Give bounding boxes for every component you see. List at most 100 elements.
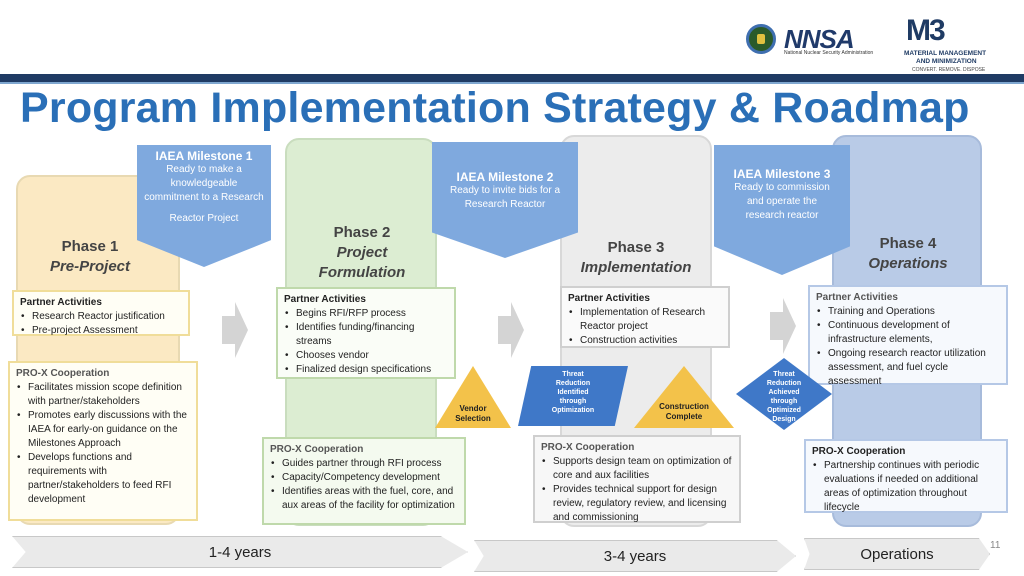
- marker-text: Threat: [773, 371, 795, 378]
- phase-3-label: Phase 3 Implementation: [570, 239, 702, 276]
- m3-line2: AND MINIMIZATION: [916, 58, 977, 65]
- list-item: Training and Operations: [816, 305, 1000, 319]
- timeline-label: 3-4 years: [603, 548, 667, 565]
- page-title: Program Implementation Strategy & Roadma…: [20, 84, 970, 132]
- timeline-phase-1-2: 1-4 years: [12, 536, 468, 568]
- milestone-desc: knowledgeable: [170, 178, 238, 189]
- marker-text: Optimized: [767, 407, 801, 414]
- milestone-desc: commitment to a Research: [144, 192, 264, 203]
- marker-text: Design: [772, 416, 796, 423]
- iaea-milestone-2: IAEA Milestone 2 Ready to invite bids fo…: [432, 142, 578, 258]
- header-divider-accent: [0, 82, 1024, 84]
- milestone-desc: and operate the: [746, 196, 818, 207]
- list-item: Research Reactor justification: [20, 310, 182, 324]
- phase-2-label: Phase 2 Project Formulation: [300, 224, 424, 281]
- list-item: Chooses vendor: [284, 349, 448, 363]
- list-item: Develops functions and requirements with…: [16, 451, 190, 507]
- marker-text: Reduction: [555, 380, 591, 387]
- marker-text: Selection: [455, 414, 491, 423]
- timeline-phase-3: 3-4 years: [474, 540, 796, 572]
- header-divider: [0, 74, 1024, 82]
- milestone-desc: Ready to invite bids for a: [449, 185, 561, 196]
- timeline-label: Operations: [860, 546, 934, 563]
- box-heading: PRO-X Cooperation: [270, 444, 364, 455]
- phase-name-line1: Project: [336, 244, 388, 261]
- prox-cooperation-phase-1: PRO-X Cooperation Facilitates mission sc…: [8, 361, 198, 521]
- phase-name: Operations: [868, 255, 948, 272]
- list-item: Partnership continues with periodic eval…: [812, 459, 1000, 515]
- prox-cooperation-phase-4: PRO-X Cooperation Partnership continues …: [804, 439, 1008, 513]
- list-item: Implementation of Research Reactor proje…: [568, 306, 722, 334]
- phase-1-label: Phase 1 Pre-Project: [30, 238, 150, 275]
- list-item: Finalized design specifications: [284, 363, 448, 377]
- marker-text: Identified: [557, 389, 589, 396]
- m3-line1: MATERIAL MANAGEMENT: [904, 50, 987, 57]
- phase-name: Pre-Project: [49, 258, 131, 275]
- prox-cooperation-phase-3: PRO-X Cooperation Supports design team o…: [533, 435, 741, 523]
- milestone-title: IAEA Milestone 1: [155, 149, 253, 163]
- milestone-desc: Ready to commission: [734, 182, 830, 193]
- box-heading: PRO-X Cooperation: [16, 368, 110, 379]
- list-item: Construction activities: [568, 334, 722, 348]
- iaea-milestone-1: IAEA Milestone 1 Ready to make a knowled…: [137, 145, 271, 267]
- partner-activities-phase-3: Partner Activities Implementation of Res…: [560, 286, 730, 348]
- list-item: Supports design team on optimization of …: [541, 455, 733, 483]
- marker-text: through: [770, 398, 798, 405]
- marker-text: through: [559, 398, 587, 405]
- timeline-label: 1-4 years: [208, 544, 272, 561]
- phase-name: Implementation: [580, 259, 692, 276]
- nnsa-logo: NNSA: [784, 24, 855, 54]
- threat-reduction-identified-marker: Threat Reduction Identified through Opti…: [518, 366, 628, 426]
- milestone-desc: research reactor: [745, 210, 819, 221]
- marker-text: Threat: [562, 371, 584, 378]
- list-item: Identifies areas with the fuel, core, an…: [270, 485, 458, 513]
- header: [0, 0, 1024, 78]
- list-item: Guides partner through RFI process: [270, 457, 458, 471]
- arrow-right-icon: [222, 302, 248, 358]
- phase-number: Phase 3: [607, 239, 665, 256]
- partner-activities-phase-2: Partner Activities Begins RFI/RFP proces…: [276, 287, 456, 379]
- marker-text: Reduction: [766, 380, 802, 387]
- nnsa-subtitle: National Nuclear Security Administration: [784, 50, 874, 56]
- milestone-title: IAEA Milestone 2: [456, 170, 554, 184]
- list-item: Promotes early discussions with the IAEA…: [16, 409, 190, 451]
- phase-number: Phase 2: [333, 224, 391, 241]
- marker-text: Achieved: [768, 389, 800, 396]
- list-item: Provides technical support for design re…: [541, 483, 733, 525]
- list-item: Identifies funding/financing streams: [284, 321, 448, 349]
- marker-text: Optimization: [551, 407, 595, 414]
- list-item: Ongoing research reactor utilization ass…: [816, 347, 1000, 389]
- timeline-phase-4: Operations: [804, 538, 990, 570]
- box-heading: Partner Activities: [568, 293, 650, 304]
- marker-text: Vendor: [459, 404, 487, 413]
- list-item: Capacity/Competency development: [270, 471, 458, 485]
- construction-complete-label: Construction Complete: [649, 402, 719, 422]
- box-heading: PRO-X Cooperation: [812, 446, 906, 457]
- list-item: Begins RFI/RFP process: [284, 307, 448, 321]
- box-heading: PRO-X Cooperation: [541, 442, 635, 453]
- phase-number: Phase 4: [879, 235, 937, 252]
- doe-seal-logo: [746, 24, 776, 54]
- marker-text: Complete: [665, 412, 703, 421]
- milestone-desc: Research Reactor: [464, 199, 546, 210]
- m3-logo: M3: [906, 14, 946, 47]
- phase-number: Phase 1: [61, 238, 119, 255]
- prox-cooperation-phase-2: PRO-X Cooperation Guides partner through…: [262, 437, 466, 525]
- milestone-desc: Ready to make a: [166, 164, 242, 175]
- box-heading: Partner Activities: [816, 292, 898, 303]
- milestone-desc: Reactor Project: [169, 213, 239, 224]
- page-number: 11: [990, 540, 1001, 551]
- doe-seal-icon: [757, 34, 765, 44]
- phase-name-line2: Formulation: [318, 264, 406, 281]
- list-item: Facilitates mission scope definition wit…: [16, 381, 190, 409]
- marker-text: Construction: [659, 402, 709, 411]
- phase-4-label: Phase 4 Operations: [846, 235, 970, 272]
- iaea-milestone-3: IAEA Milestone 3 Ready to commission and…: [714, 145, 850, 275]
- arrow-right-icon: [770, 298, 796, 354]
- m3-line3: CONVERT. REMOVE. DISPOSE: [912, 67, 986, 73]
- box-heading: Partner Activities: [284, 294, 366, 305]
- list-item: Pre-project Assessment: [20, 324, 182, 338]
- list-item: Continuous development of infrastructure…: [816, 319, 1000, 347]
- arrow-right-icon: [498, 302, 524, 358]
- partner-activities-phase-4: Partner Activities Training and Operatio…: [808, 285, 1008, 387]
